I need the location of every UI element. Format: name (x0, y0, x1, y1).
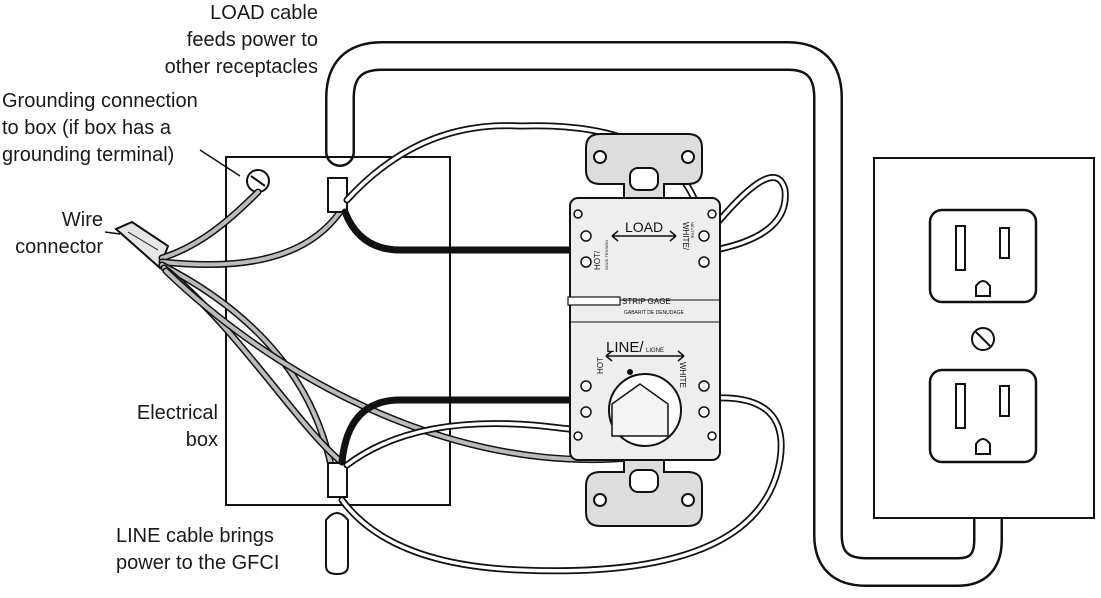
line-cable-clamp (327, 462, 348, 498)
wire-connector (114, 220, 170, 270)
gfci-line-fr-label: LIGNE (646, 348, 664, 354)
load-cable-callout: LOAD cable feeds power to other receptac… (165, 0, 318, 81)
duplex-receptacle (873, 157, 1095, 519)
wire-connector-line-1: Wire (61, 209, 103, 231)
load-cable-line-1: LOAD cable (210, 2, 318, 24)
wire-connector-callout: Wire connector (15, 207, 103, 261)
gfci-receptacle: LOAD LINE/ LIGNE STRIP GAGE GABARIT DE D… (567, 133, 721, 527)
electrical-box-line-1: Electrical (136, 402, 218, 424)
gfci-hot-load-fr-label: SOUS TENSION (604, 240, 609, 270)
gfci-white-load-fr-label: NEUTRE (690, 222, 695, 239)
load-cable-line-2: feeds power to (186, 29, 318, 51)
line-cable-callout: LINE cable brings power to the GFCI (116, 523, 279, 577)
line-cable (325, 512, 349, 576)
grounding-line-3: grounding terminal) (2, 144, 175, 166)
grounding-callout: Grounding connection to box (if box has … (2, 88, 198, 169)
gfci-strip-gage-fr-label: GABARIT DE DENUDAGE (624, 310, 685, 316)
hot-wires (338, 208, 579, 466)
gfci-line-label: LINE/ (606, 339, 644, 356)
gfci-white-line-label: WHITE (678, 362, 687, 388)
load-cable-line-3: other receptacles (164, 56, 318, 78)
line-cable-line-2: power to the GFCI (116, 552, 280, 574)
gfci-hot-line-label: HOT (596, 357, 605, 374)
grounding-line-2: to box (if box has a (2, 117, 171, 139)
neutral-wires (338, 122, 789, 575)
load-cable-to-receptacle (325, 41, 1003, 587)
gfci-load-label: LOAD (625, 219, 663, 235)
wire-connector-line-2: connector (15, 236, 103, 258)
gfci-strip-gage-label: STRIP GAGE (622, 297, 671, 306)
electrical-box-callout: Electrical box (137, 400, 218, 454)
load-cable-clamp (327, 177, 348, 213)
gfci-hot-load-label: HOT/ (593, 250, 602, 270)
grounding-line-1: Grounding connection (2, 90, 198, 112)
electrical-box-line-2: box (185, 429, 218, 451)
gfci-white-load-label: WHITE/ (681, 222, 690, 251)
line-cable-line-1: LINE cable brings (116, 525, 274, 547)
callout-leaders (104, 149, 241, 235)
